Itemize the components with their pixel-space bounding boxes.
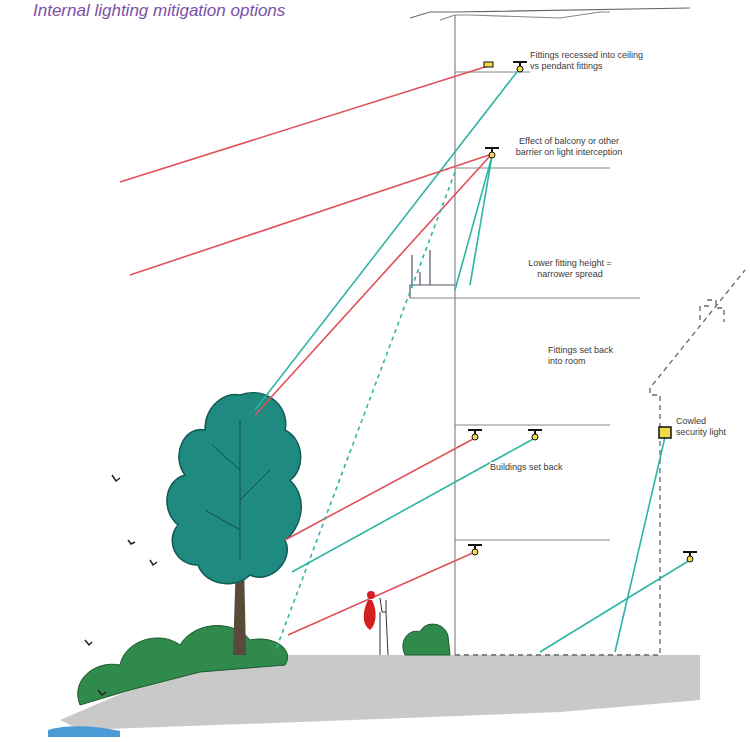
title-rule-part bbox=[410, 8, 690, 18]
neighbour-building-part bbox=[455, 270, 745, 655]
light-fittings-part bbox=[489, 152, 495, 158]
building-outline-part bbox=[410, 272, 455, 298]
shrubs-part bbox=[403, 624, 450, 655]
light-fittings bbox=[468, 62, 697, 562]
light-fittings-part bbox=[659, 427, 671, 438]
birds-part bbox=[112, 475, 120, 481]
light-fittings-part bbox=[484, 62, 493, 67]
neighbour-building-part bbox=[700, 300, 724, 322]
person bbox=[364, 591, 388, 655]
ground-part bbox=[48, 726, 120, 737]
light-rays bbox=[120, 66, 690, 652]
light-fittings-part bbox=[468, 545, 482, 549]
birds-part bbox=[85, 640, 92, 645]
security-note: Cowled security light bbox=[676, 416, 738, 439]
neighbour-building bbox=[455, 270, 745, 655]
person-part bbox=[380, 598, 388, 655]
light-rays-part bbox=[288, 552, 475, 635]
fitting-note: Fittings recessed into ceiling vs pendan… bbox=[530, 50, 648, 73]
light-rays-part bbox=[540, 560, 690, 652]
tree bbox=[167, 393, 301, 655]
birds-part bbox=[150, 560, 157, 565]
building-outline bbox=[410, 12, 640, 655]
building-outline-part bbox=[455, 424, 610, 425]
diagram-title: Internal lighting mitigation options bbox=[33, 1, 285, 21]
person-part bbox=[364, 600, 376, 630]
light-fittings-part bbox=[472, 434, 478, 440]
person-part bbox=[367, 591, 375, 599]
light-fittings-part bbox=[532, 434, 538, 440]
building-note: Buildings set back bbox=[490, 462, 600, 473]
setback-note: Fittings set back into room bbox=[548, 345, 626, 368]
light-rays-part bbox=[255, 156, 490, 415]
birds-part bbox=[98, 690, 106, 695]
light-fittings-part bbox=[513, 62, 527, 66]
light-fittings-part bbox=[687, 556, 693, 562]
light-fittings-part bbox=[485, 148, 499, 152]
light-fittings-part bbox=[528, 430, 542, 434]
tree-part bbox=[167, 393, 301, 584]
light-rays-part bbox=[292, 438, 535, 572]
height-note: Lower fitting height = narrower spread bbox=[514, 258, 626, 281]
building-outline-part bbox=[470, 12, 610, 18]
title-rule bbox=[410, 8, 690, 18]
light-fittings-part bbox=[472, 549, 478, 555]
light-rays-part bbox=[255, 68, 520, 410]
light-fittings-part bbox=[468, 430, 482, 434]
building-outline-part bbox=[455, 539, 610, 540]
shrubs-part bbox=[78, 626, 288, 705]
birds-part bbox=[128, 540, 135, 544]
building-outline-part bbox=[410, 297, 640, 298]
light-fittings-part bbox=[683, 552, 697, 556]
building-outline-part bbox=[440, 15, 470, 655]
light-rays-part bbox=[275, 172, 455, 652]
light-rays-part bbox=[615, 437, 665, 652]
balcony-note: Effect of balcony or other barrier on li… bbox=[505, 136, 633, 159]
light-rays-part bbox=[455, 156, 492, 290]
tree-part bbox=[205, 420, 270, 560]
light-fittings-part bbox=[517, 66, 523, 72]
shrubs bbox=[78, 624, 450, 705]
light-rays-part bbox=[120, 66, 488, 182]
birds bbox=[85, 475, 157, 695]
light-rays-part bbox=[285, 438, 475, 540]
